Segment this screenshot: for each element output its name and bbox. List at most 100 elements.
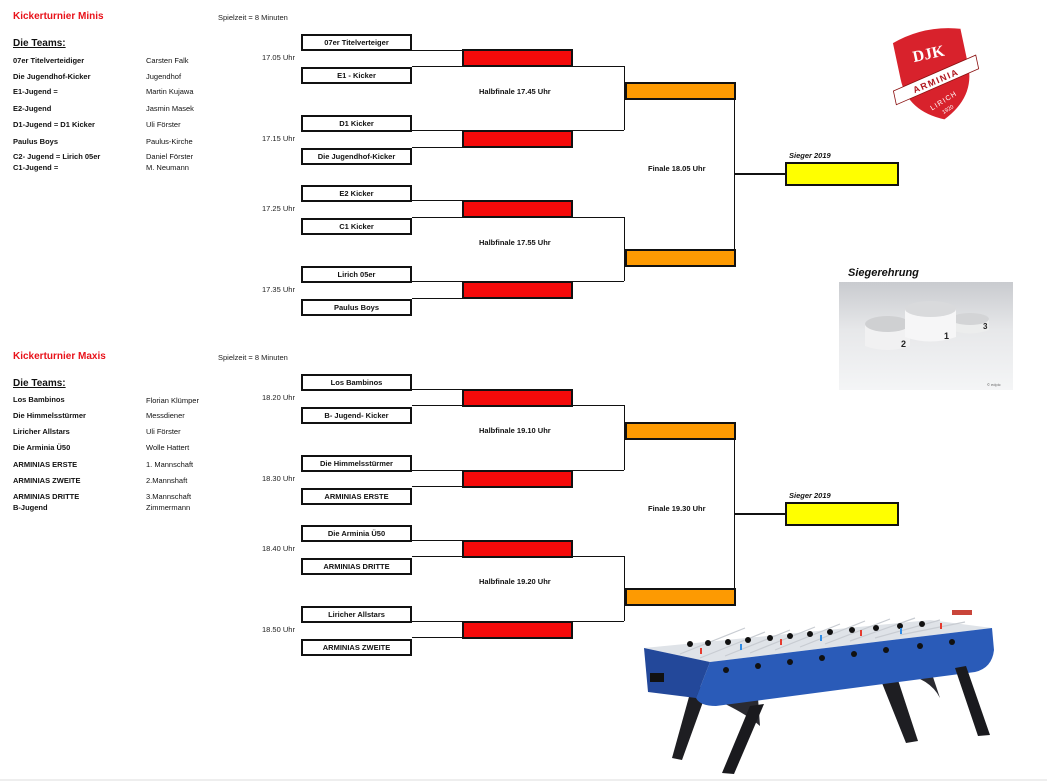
team-coach: M. Neumann (146, 163, 189, 172)
minis-teams-heading: Die Teams: (13, 38, 66, 49)
semifinal-winner-slot[interactable] (625, 588, 736, 606)
bracket-line (734, 513, 786, 515)
team-slot[interactable]: Liricher Allstars (301, 606, 412, 623)
team-slot[interactable]: Die Arminia Ü50 (301, 525, 412, 542)
foosball-table-icon (644, 610, 994, 774)
team-slot[interactable]: ARMINIAS ERSTE (301, 488, 412, 505)
shield-icon: DJK ARMINIA LIRICH 1920 (889, 25, 980, 123)
final-label: Finale 18.05 Uhr (648, 164, 706, 173)
team-coach: Jugendhof (146, 72, 182, 81)
winner-label: Sieger 2019 (789, 491, 831, 500)
image-credit: © edpic (987, 382, 1001, 387)
semifinal-winner-slot[interactable] (625, 82, 736, 100)
team-coach: Zimmermann (146, 503, 191, 512)
winner-slot[interactable] (785, 502, 899, 526)
club-logo: DJK ARMINIA LIRICH 1920 (885, 20, 985, 130)
bracket-line (624, 66, 625, 130)
podium-image: 1 2 3 © edpic (839, 282, 1013, 390)
team-slot[interactable]: ARMINIAS DRITTE (301, 558, 412, 575)
semifinal-winner-slot[interactable] (625, 422, 736, 440)
match-time: 18.30 Uhr (262, 474, 295, 483)
team-name: Los Bambinos (13, 395, 65, 404)
bracket-line (412, 66, 462, 67)
team-slot[interactable]: Paulus Boys (301, 299, 412, 316)
team-slot[interactable]: E1 - Kicker (301, 67, 412, 84)
bracket-line (412, 621, 462, 622)
place-1: 1 (944, 331, 949, 341)
bracket-line (572, 130, 624, 131)
round1-winner-slot[interactable] (462, 49, 573, 67)
team-name: Paulus Boys (13, 137, 59, 146)
team-coach: Daniel Förster (146, 152, 194, 161)
bracket-line (412, 389, 462, 390)
bracket-line (412, 637, 462, 638)
bracket-line (572, 470, 624, 471)
match-time: 17.05 Uhr (262, 53, 295, 62)
bracket-line (412, 556, 462, 557)
bracket-line (412, 130, 462, 131)
minis-title: Kickerturnier Minis (13, 11, 104, 22)
team-coach: Martin Kujawa (146, 87, 194, 96)
bracket-line (572, 217, 624, 218)
team-coach: Uli Förster (146, 427, 181, 436)
team-slot[interactable]: C1 Kicker (301, 218, 412, 235)
award-ceremony-heading: Siegerehrung (848, 267, 919, 279)
round1-winner-slot[interactable] (462, 200, 573, 218)
team-slot[interactable]: Die Himmelsstürmer (301, 455, 412, 472)
winner-label: Sieger 2019 (789, 151, 831, 160)
winner-slot[interactable] (785, 162, 899, 186)
minis-spielzeit: Spielzeit = 8 Minuten (218, 13, 288, 22)
match-time: 17.25 Uhr (262, 204, 295, 213)
semifinal-label: Halbfinale 17.45 Uhr (479, 87, 551, 96)
match-time: 17.35 Uhr (262, 285, 295, 294)
team-slot[interactable]: E2 Kicker (301, 185, 412, 202)
bracket-line (412, 50, 462, 51)
round1-winner-slot[interactable] (462, 281, 573, 299)
semifinal-winner-slot[interactable] (625, 249, 736, 267)
team-slot[interactable]: ARMINIAS ZWEITE (301, 639, 412, 656)
team-slot[interactable]: Lirich 05er (301, 266, 412, 283)
team-slot[interactable]: D1 Kicker (301, 115, 412, 132)
team-name: Die Himmelsstürmer (13, 411, 86, 420)
bracket-line (412, 470, 462, 471)
bracket-line (572, 621, 624, 622)
team-name: Die Jugendhof-Kicker (13, 72, 91, 81)
team-coach: Carsten Falk (146, 56, 189, 65)
round1-winner-slot[interactable] (462, 470, 573, 488)
team-name: ARMINIAS ZWEITE (13, 476, 81, 485)
team-name: 07er Titelverteidiger (13, 56, 85, 65)
team-name: Liricher Allstars (13, 427, 70, 436)
team-name: ARMINIAS DRITTE (13, 492, 80, 501)
round1-winner-slot[interactable] (462, 621, 573, 639)
bracket-line (412, 540, 462, 541)
place-3: 3 (983, 322, 988, 331)
team-name: D1-Jugend = D1 Kicker (13, 120, 95, 129)
team-slot[interactable]: B- Jugend- Kicker (301, 407, 412, 424)
team-coach: Jasmin Masek (146, 104, 194, 113)
round1-winner-slot[interactable] (462, 389, 573, 407)
bracket-line (572, 556, 624, 557)
team-name: C1-Jugend = (13, 163, 59, 172)
bracket-line (572, 281, 624, 282)
team-slot[interactable]: Die Jugendhof-Kicker (301, 148, 412, 165)
maxis-spielzeit: Spielzeit = 8 Minuten (218, 353, 288, 362)
round1-winner-slot[interactable] (462, 130, 573, 148)
podium-icon: 1 2 3 © edpic (865, 301, 1001, 387)
team-coach: Wolle Hattert (146, 443, 190, 452)
match-time: 18.50 Uhr (262, 625, 295, 634)
team-name: E1-Jugend = (13, 87, 58, 96)
team-slot[interactable]: Los Bambinos (301, 374, 412, 391)
team-coach: 1. Mannschaft (146, 460, 194, 469)
team-slot[interactable]: 07er Titelverteiger (301, 34, 412, 51)
team-name: E2-Jugend (13, 104, 52, 113)
round1-winner-slot[interactable] (462, 540, 573, 558)
page-bottom-border (0, 779, 1047, 781)
bracket-line (572, 405, 624, 406)
maxis-title: Kickerturnier Maxis (13, 351, 106, 362)
bracket-line (734, 173, 786, 175)
bracket-line (412, 405, 462, 406)
bracket-line (412, 486, 462, 487)
bracket-line (624, 217, 625, 281)
team-name: B-Jugend (13, 503, 48, 512)
logo-djk: DJK (911, 43, 946, 66)
